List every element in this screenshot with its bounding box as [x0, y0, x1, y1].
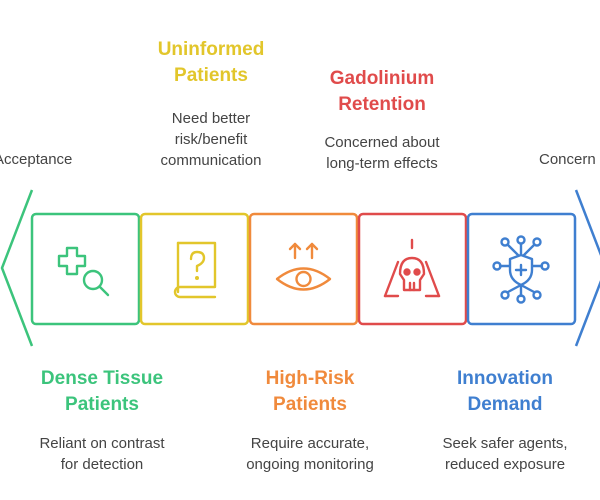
- gadolinium-title: Gadolinium Retention: [329, 68, 435, 115]
- right-end-label: Concern: [539, 151, 596, 168]
- toxic-skull-icon: [383, 238, 441, 298]
- shield-network-icon: [492, 235, 550, 304]
- high-risk-title: High-Risk Patients: [265, 368, 355, 415]
- medical-search-icon: [57, 246, 110, 297]
- segment-gadolinium: [357, 212, 468, 326]
- left-end-label: Acceptance: [0, 151, 73, 168]
- innovation-description: Seek safer agents, reduced exposure: [442, 435, 568, 473]
- dense-tissue-description: Reliant on contrast for detection: [39, 435, 165, 473]
- eye-monitoring-icon: [275, 242, 332, 291]
- gadolinium-description: Concerned about long-term effects: [324, 134, 440, 172]
- left-arrowhead: [0, 189, 34, 347]
- dense-tissue-title: Dense Tissue Patients: [40, 368, 164, 415]
- segment-uninformed: [139, 212, 250, 326]
- right-arrowhead: [574, 189, 600, 347]
- question-book-icon: [173, 241, 217, 299]
- segment-dense-tissue: [30, 212, 141, 326]
- high-risk-description: Require accurate, ongoing monitoring: [246, 435, 374, 473]
- uninformed-title: Uninformed Patients: [157, 39, 265, 86]
- uninformed-description: Need better risk/benefit communication: [160, 110, 262, 169]
- innovation-title: Innovation Demand: [456, 368, 554, 415]
